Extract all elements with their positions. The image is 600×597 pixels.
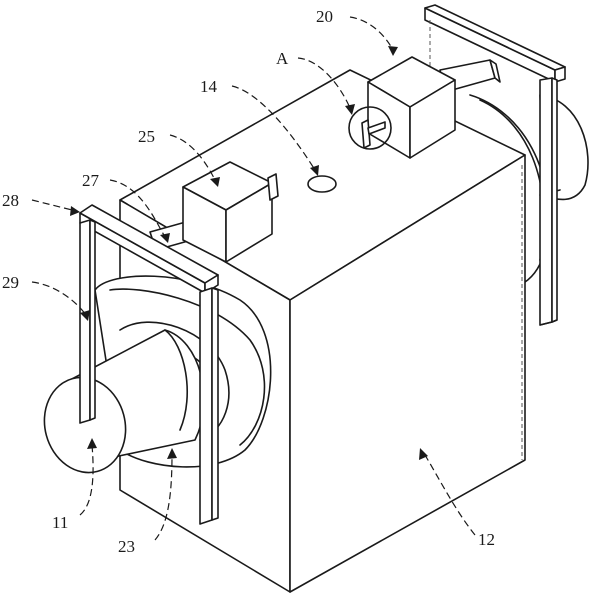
label-14: 14 xyxy=(200,77,218,96)
reference-labels: 20 A 14 25 27 28 29 11 23 12 xyxy=(2,7,495,556)
front-frame xyxy=(79,204,219,525)
leaders xyxy=(31,16,476,541)
top-hole xyxy=(307,175,337,193)
detail-circle-a xyxy=(348,106,392,150)
back-frame xyxy=(424,4,589,326)
label-28: 28 xyxy=(2,191,19,210)
label-23: 23 xyxy=(118,537,135,556)
label-20: 20 xyxy=(316,7,333,26)
rear-motor xyxy=(348,56,501,159)
label-25: 25 xyxy=(138,127,155,146)
label-12: 12 xyxy=(478,530,495,549)
label-11: 11 xyxy=(52,513,68,532)
label-27: 27 xyxy=(82,171,100,190)
front-motor xyxy=(149,161,279,263)
label-29: 29 xyxy=(2,273,19,292)
label-a: A xyxy=(276,49,289,68)
